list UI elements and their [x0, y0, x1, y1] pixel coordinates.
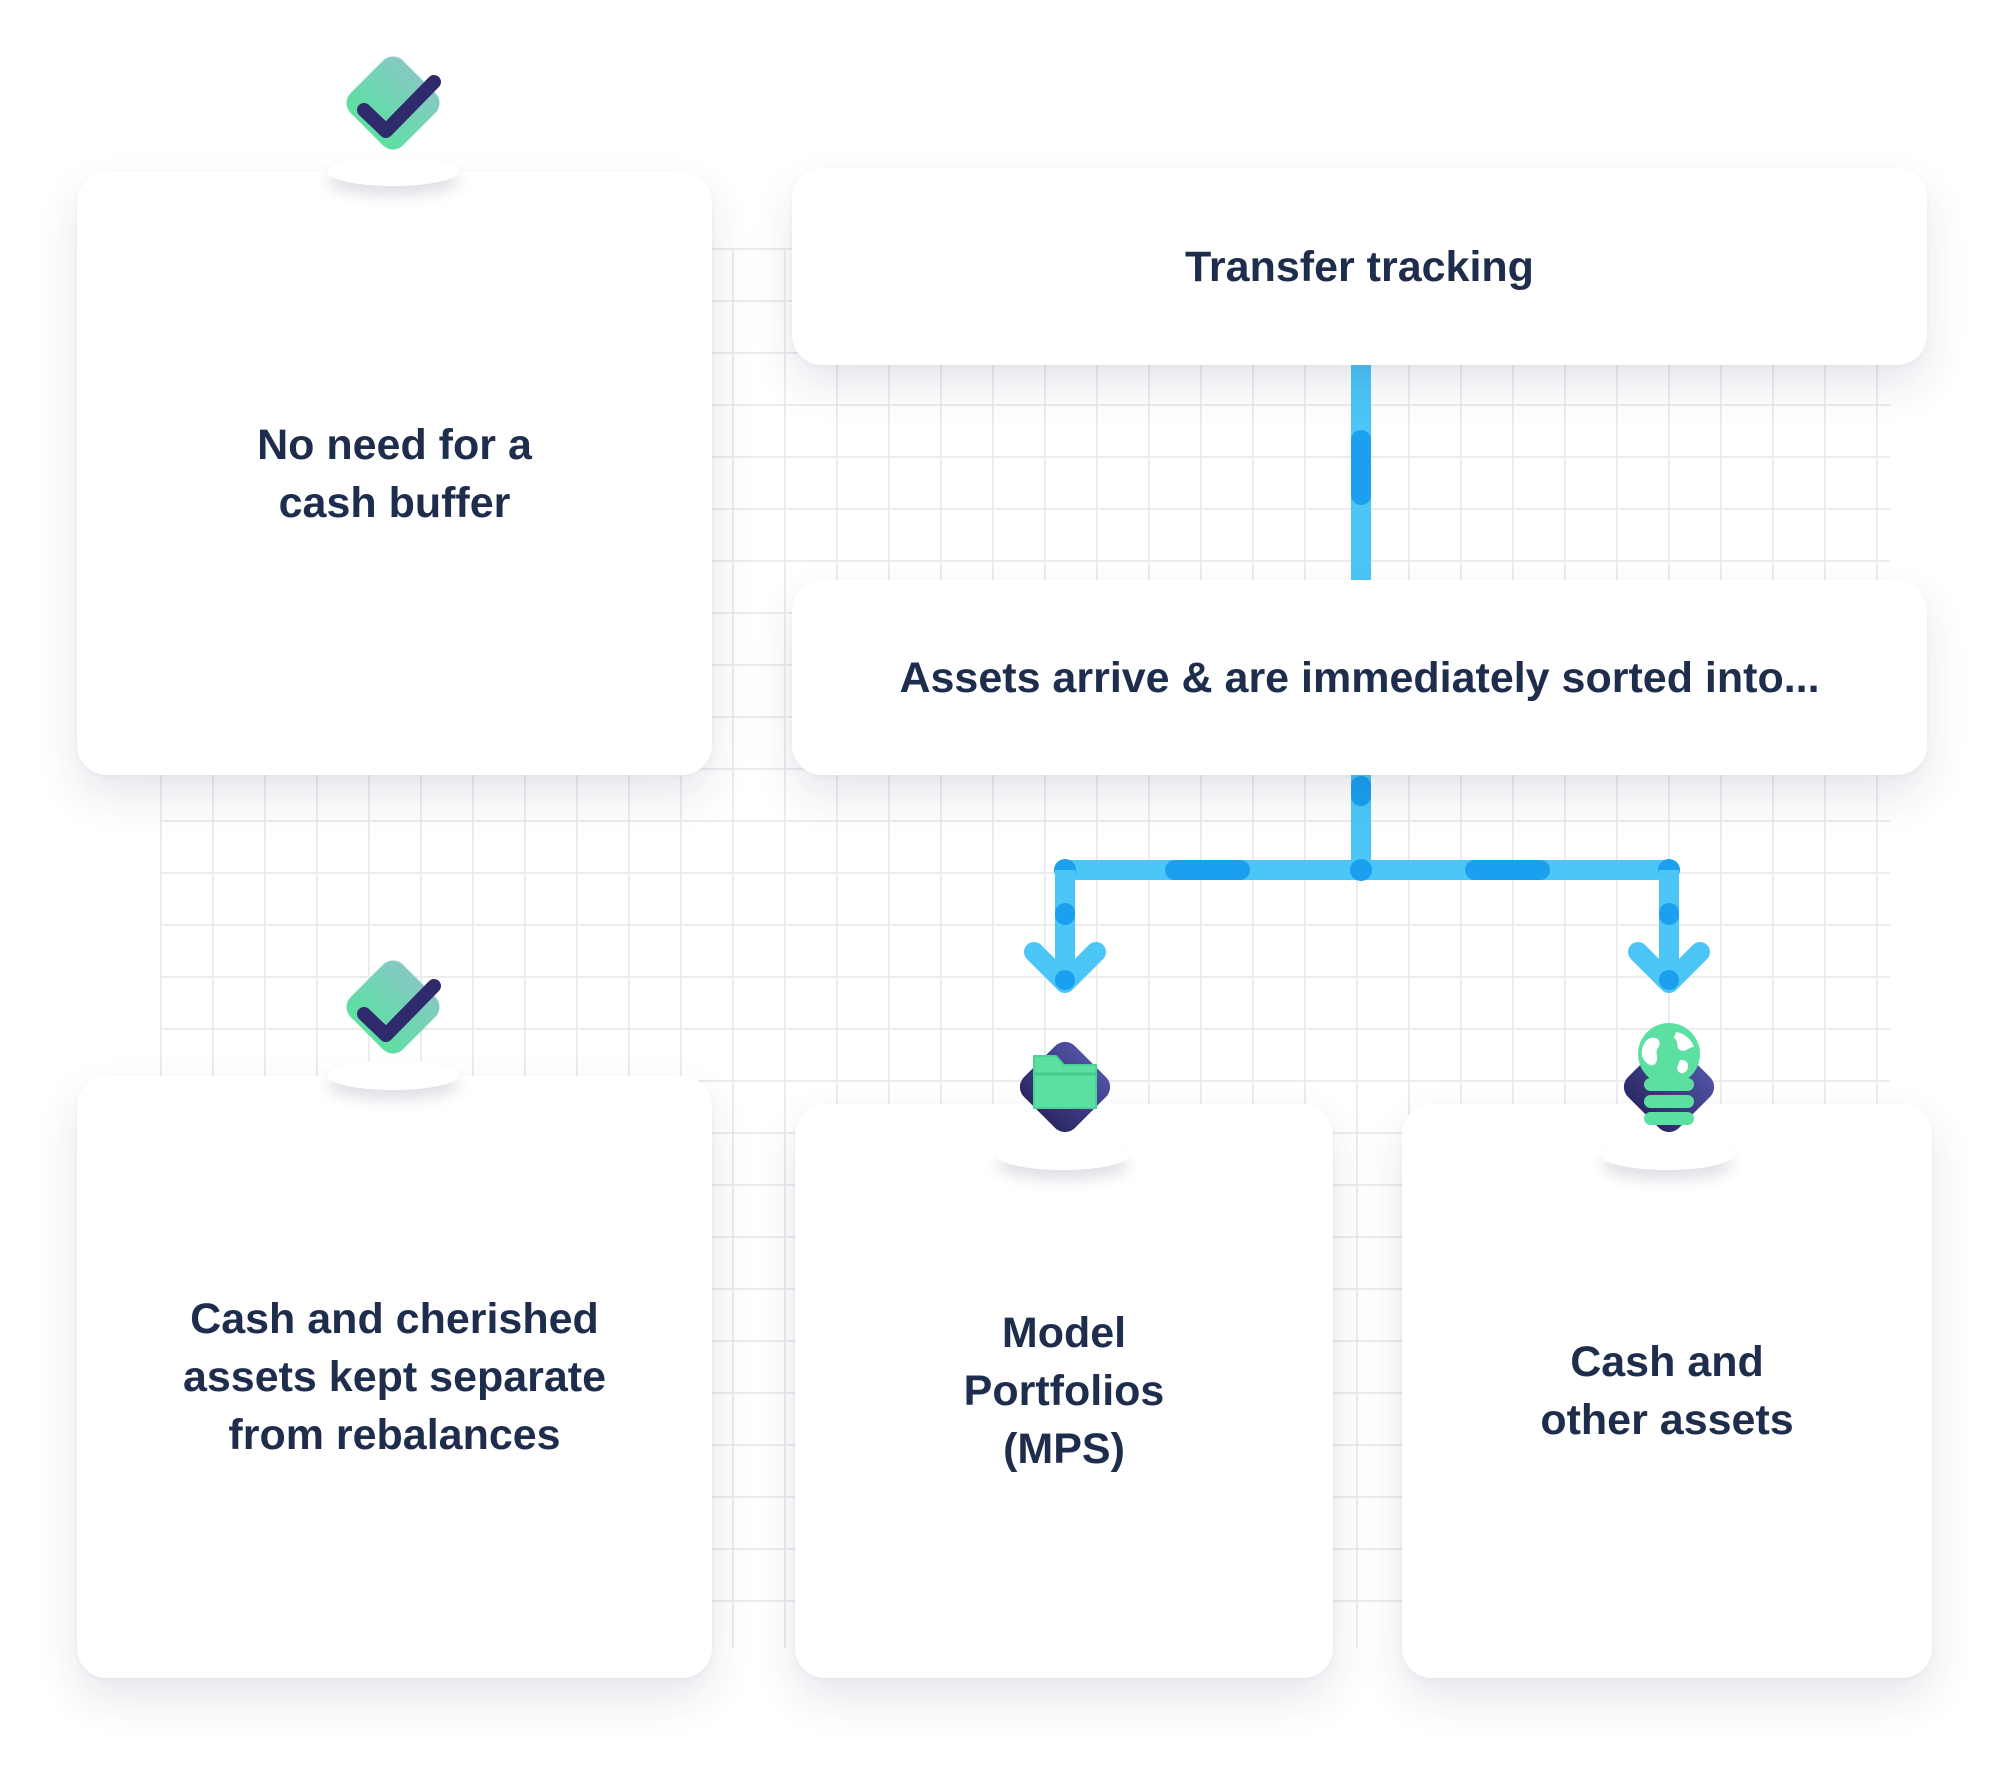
- benefit-card-cash-buffer: No need for a cash buffer: [77, 172, 712, 775]
- badge-plate: [1601, 1140, 1733, 1170]
- assets-arrive-card: Assets arrive & are immediately sorted i…: [792, 580, 1927, 775]
- cash-other-assets-label: Cash and other assets: [1540, 1338, 1794, 1444]
- globe-coins-icon: [1623, 1023, 1715, 1133]
- connector-top-to-middle: [1351, 365, 1371, 580]
- arrow-right-branch: [1628, 870, 1710, 993]
- benefit-text: No need for a cash buffer: [257, 420, 532, 527]
- transfer-tracking-card: Transfer tracking: [792, 168, 1927, 365]
- check-badge-icon: [346, 960, 441, 1054]
- check-badge-icon: [346, 56, 441, 150]
- badge-plate: [327, 1060, 459, 1090]
- assets-arrive-label: Assets arrive & are immediately sorted i…: [899, 653, 1820, 702]
- transfer-tracking-label: Transfer tracking: [1185, 242, 1534, 291]
- badge-plate: [327, 156, 459, 186]
- connector-split: [1054, 775, 1680, 881]
- badge-plate: [997, 1140, 1129, 1170]
- model-portfolios-card: Model Portfolios (MPS): [795, 1104, 1333, 1678]
- cash-other-assets-card: Cash and other assets: [1402, 1104, 1932, 1678]
- benefit-card-cash-separate: Cash and cherished assets kept separate …: [77, 1076, 712, 1678]
- folder-icon: [1019, 1041, 1111, 1133]
- arrow-left-branch: [1024, 870, 1106, 993]
- benefit-text: Cash and cherished assets kept separate …: [182, 1295, 607, 1459]
- model-portfolios-label: Model Portfolios (MPS): [963, 1309, 1165, 1473]
